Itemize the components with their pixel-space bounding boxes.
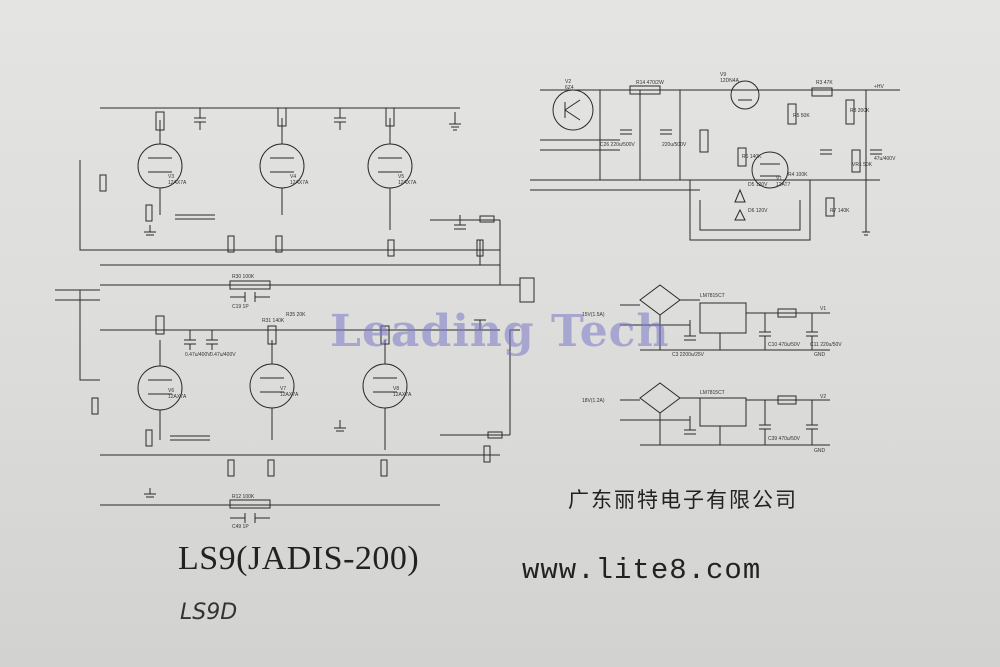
model-title: LS9(JADIS-200) [178, 540, 420, 577]
r14-label: R14 470/2W [636, 80, 664, 86]
tube-v1-12at7 [751, 151, 789, 189]
tube-v9-type: 12DN4A [720, 78, 740, 84]
r3-label: R3 47K [816, 80, 833, 86]
d6-label: D6 120V [748, 208, 768, 214]
vr1-label: VR1 50K [852, 162, 873, 168]
tube-v4-type: 12AX7A [290, 180, 309, 186]
input2-label: 18V(1.2A) [582, 398, 605, 404]
c3-label: C3 2200u/25V [672, 352, 705, 358]
c10-label: C10 470u/50V [768, 342, 801, 348]
watermark: Leading Tech [330, 306, 670, 357]
tube-v6 [137, 365, 183, 411]
regulator-u1 [699, 302, 747, 334]
r4-label: R4 100K [788, 172, 808, 178]
regulator-u2 [699, 397, 747, 427]
c27-label: 220u/500V [662, 142, 687, 148]
r8-label: R8 200K [850, 108, 870, 114]
company-name: 广东丽特电子有限公司 [568, 488, 798, 512]
r5-label: R5 50K [793, 113, 810, 119]
c49-label: C49 1P [232, 524, 249, 530]
r7-label: R7 140K [830, 208, 850, 214]
tube-v8 [362, 363, 408, 409]
tube-v1-type: 12AT7 [776, 182, 791, 188]
input1-label: 15V(1.5A) [582, 312, 605, 318]
gnd2-label: GND [814, 448, 826, 454]
c19-label: C19 1P [232, 304, 249, 310]
r35-label: R35 20K [286, 312, 306, 318]
c26-label: C26 220u/500V [600, 142, 635, 148]
tube-v5-type: 12AX7A [398, 180, 417, 186]
tube-v8-type: 12AX7A [393, 392, 412, 398]
reg1-label: LM7815CT [700, 293, 725, 299]
out2-label: V2 [820, 394, 826, 400]
c11-label: C11 220u/50V [810, 342, 842, 348]
hv-label: +HV [874, 84, 885, 90]
tube-v6-label: V6 [168, 388, 174, 394]
c39-label: C39 470u/50V [768, 436, 801, 442]
tube-v6-type: 12AX7A [168, 394, 187, 400]
d5-label: D5 120V [748, 182, 768, 188]
r6-label: R6 140K [742, 154, 762, 160]
gnd1-label: GND [814, 352, 826, 358]
website: www.lite8.com [522, 554, 762, 587]
tube-v7 [249, 363, 295, 409]
c25-label: 0.47u/400V [185, 352, 211, 358]
c24-label: 0.47u/400V [210, 352, 236, 358]
c4-label: 47u/400V [874, 156, 896, 162]
tube-v5-label: V5 [398, 174, 404, 180]
reg2-label: LM7815CT [700, 390, 725, 396]
tube-v8-label: V8 [393, 386, 399, 392]
r31-label: R31 140K [262, 318, 285, 324]
tube-v4-label: V4 [290, 174, 296, 180]
tube-v1-label: V1 [776, 176, 782, 182]
tube-v2-label: V2 [565, 79, 571, 85]
bridge-d2 [639, 382, 681, 414]
r30-label: R30 100K [232, 274, 255, 280]
out1-label: V1 [820, 306, 826, 312]
rectifier-v2 [552, 89, 594, 131]
r12-label: R12 100K [232, 494, 255, 500]
regulator-tube-v9 [730, 80, 760, 110]
tube-v3-type: 12AX7A [168, 180, 187, 186]
tube-v9-label: V9 [720, 72, 726, 78]
tube-v7-label: V7 [280, 386, 286, 392]
tube-v2-type: 6Z4 [565, 85, 574, 91]
tube-v7-type: 12AX7A [280, 392, 299, 398]
tube-v3-label: V3 [168, 174, 174, 180]
handwritten-note: LS9D [180, 600, 238, 625]
